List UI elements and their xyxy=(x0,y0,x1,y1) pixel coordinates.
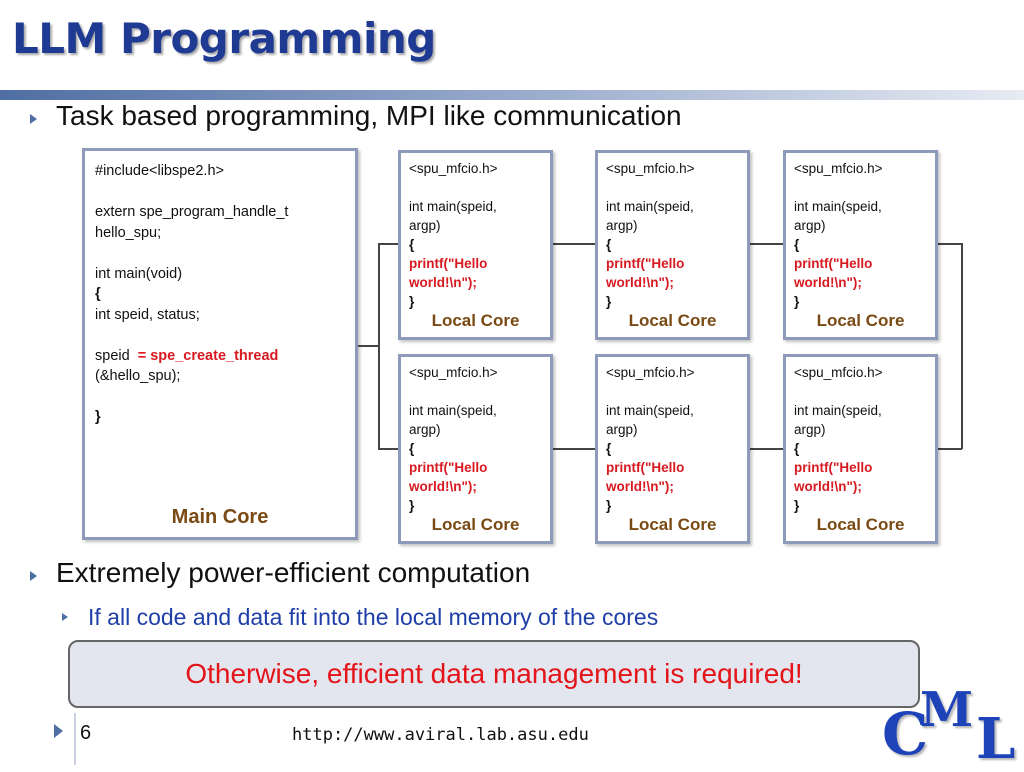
code-line: hello_spu; xyxy=(95,224,162,241)
code-line: { xyxy=(606,441,612,456)
connector-line xyxy=(378,243,380,449)
code-line: } xyxy=(409,498,415,513)
printf-line: printf("Hello xyxy=(606,256,685,271)
code-line: <spu_mfcio.h> xyxy=(606,365,695,380)
sub-bullet-local-memory: If all code and data fit into the local … xyxy=(88,604,659,630)
printf-line: world!\n"); xyxy=(606,275,674,290)
cml-logo: C M L xyxy=(880,682,1024,772)
local-core-label: Local Core xyxy=(816,515,905,534)
local-core-label: Local Core xyxy=(628,515,717,534)
code-line: argp) xyxy=(409,422,441,437)
create-thread-highlight: = spe_create_thread xyxy=(137,347,279,364)
connector-line xyxy=(553,243,596,245)
code-line: int main(speid, xyxy=(794,403,882,418)
code-line: argp) xyxy=(606,218,638,233)
code-line: int main(speid, xyxy=(409,199,497,214)
footer-divider xyxy=(74,713,76,765)
code-line: speid = spe_create_thread xyxy=(95,346,345,367)
printf-line: printf("Hello xyxy=(794,460,873,475)
code-line: } xyxy=(95,409,101,425)
local-core-box: <spu_mfcio.h> int main(speid, argp) { pr… xyxy=(595,354,750,544)
code-line: } xyxy=(794,294,800,309)
code-line: int speid, status; xyxy=(95,306,200,323)
connector-line xyxy=(749,243,784,245)
connector-line xyxy=(378,243,400,245)
local-core-box: <spu_mfcio.h> int main(speid, argp) { pr… xyxy=(398,354,553,544)
footer-url: http://www.aviral.lab.asu.edu xyxy=(292,725,589,745)
connector-line xyxy=(749,448,784,450)
main-core-box: #include<libspe2.h> extern spe_program_h… xyxy=(82,148,358,540)
printf-line: world!\n"); xyxy=(794,479,862,494)
local-core-box: <spu_mfcio.h> int main(speid, argp) { pr… xyxy=(398,150,553,340)
local-core-label: Local Core xyxy=(431,311,520,330)
printf-line: world!\n"); xyxy=(409,479,477,494)
callout-box: Otherwise, efficient data management is … xyxy=(68,640,920,708)
local-core-label: Local Core xyxy=(431,515,520,534)
printf-line: printf("Hello xyxy=(794,256,873,271)
code-line: int main(speid, xyxy=(794,199,882,214)
slide-title: LLM Programming xyxy=(12,14,436,63)
connector-line xyxy=(937,448,962,450)
code-line: <spu_mfcio.h> xyxy=(606,161,695,176)
code-line: } xyxy=(606,498,612,513)
code-line: int main(void) xyxy=(95,265,183,282)
code-line: <spu_mfcio.h> xyxy=(794,365,883,380)
code-line: } xyxy=(606,294,612,309)
printf-line: world!\n"); xyxy=(606,479,674,494)
logo-letter-l: L xyxy=(976,706,1016,772)
footer-arrow-icon xyxy=(54,724,63,738)
printf-line: printf("Hello xyxy=(606,460,685,475)
local-core-label: Local Core xyxy=(816,311,905,330)
printf-line: printf("Hello xyxy=(409,460,488,475)
code-line: (&hello_spu); xyxy=(95,368,181,384)
code-line: <spu_mfcio.h> xyxy=(794,161,883,176)
code-line: { xyxy=(95,286,101,302)
logo-letter-m: M xyxy=(920,682,974,738)
bullet-arrow-icon xyxy=(30,114,37,124)
code-line: int main(speid, xyxy=(606,199,694,214)
code-line: argp) xyxy=(409,218,441,233)
code-line: #include<libspe2.h> xyxy=(95,163,224,179)
local-core-box: <spu_mfcio.h> int main(speid, argp) { pr… xyxy=(595,150,750,340)
code-line: } xyxy=(409,294,415,309)
code-line: argp) xyxy=(794,422,826,437)
code-line: { xyxy=(606,237,612,252)
bullet-power-efficient: Extremely power-efficient computation xyxy=(56,557,531,588)
page-number: 6 xyxy=(80,722,92,744)
code-line: int main(speid, xyxy=(606,403,694,418)
connector-line xyxy=(358,345,378,347)
connector-line xyxy=(961,243,963,449)
code-line: } xyxy=(794,498,800,513)
logo-letter-c: C xyxy=(882,700,929,768)
bullet-arrow-icon xyxy=(30,571,37,581)
code-line: argp) xyxy=(794,218,826,233)
connector-line xyxy=(378,448,400,450)
code-line: { xyxy=(794,237,800,252)
sub-bullet-arrow-icon xyxy=(62,613,68,621)
code-line: <spu_mfcio.h> xyxy=(409,365,498,380)
printf-line: world!\n"); xyxy=(794,275,862,290)
printf-line: printf("Hello xyxy=(409,256,488,271)
code-line: argp) xyxy=(606,422,638,437)
connector-line xyxy=(937,243,962,245)
code-line: <spu_mfcio.h> xyxy=(409,161,498,176)
main-core-code: #include<libspe2.h> extern spe_program_h… xyxy=(95,161,345,428)
bullet-task-based: Task based programming, MPI like communi… xyxy=(56,100,682,131)
code-line: { xyxy=(409,237,415,252)
code-line: { xyxy=(794,441,800,456)
local-core-box: <spu_mfcio.h> int main(speid, argp) { pr… xyxy=(783,354,938,544)
code-line: extern spe_program_handle_t xyxy=(95,204,289,220)
local-core-label: Local Core xyxy=(628,311,717,330)
local-core-box: <spu_mfcio.h> int main(speid, argp) { pr… xyxy=(783,150,938,340)
main-core-label: Main Core xyxy=(171,506,269,528)
code-line: int main(speid, xyxy=(409,403,497,418)
code-line: { xyxy=(409,441,415,456)
connector-line xyxy=(553,448,596,450)
printf-line: world!\n"); xyxy=(409,275,477,290)
title-underline xyxy=(0,90,1024,100)
callout-text: Otherwise, efficient data management is … xyxy=(185,658,803,689)
code-token: speid xyxy=(95,347,130,364)
